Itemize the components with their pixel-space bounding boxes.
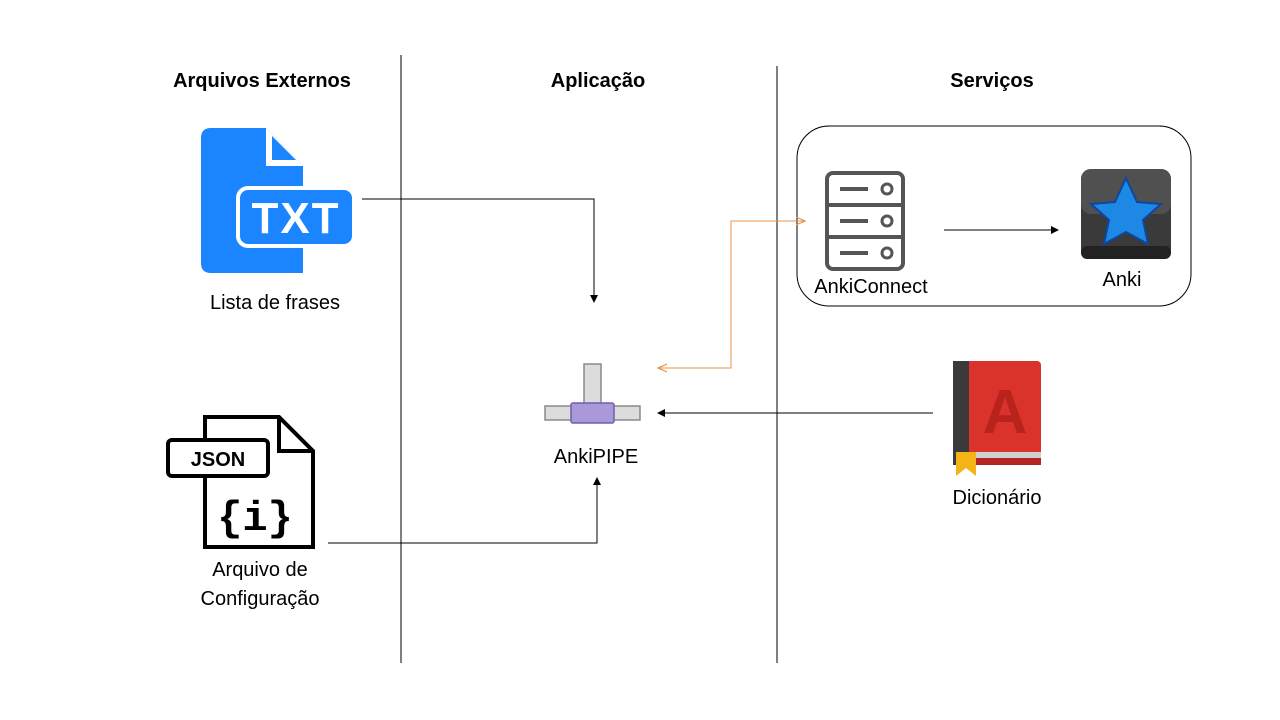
label-arquivo-config-line1: Arquivo de bbox=[212, 559, 308, 581]
header-services: Serviços bbox=[950, 70, 1034, 92]
json-file-icon: JSON {i} bbox=[166, 415, 315, 549]
pipe-icon bbox=[544, 363, 641, 424]
label-dicionario: Dicionário bbox=[952, 487, 1042, 509]
services-group-box bbox=[796, 125, 1192, 307]
json-badge: JSON bbox=[191, 449, 245, 471]
label-arquivo-config-line2: Configuração bbox=[200, 588, 320, 610]
txt-badge: TXT bbox=[251, 194, 340, 243]
header-external-files: Arquivos Externos bbox=[173, 70, 351, 92]
label-ankiconnect: AnkiConnect bbox=[814, 276, 928, 298]
dictionary-badge: A bbox=[983, 378, 1028, 447]
arrow-ankipipe-ankiconnect bbox=[658, 221, 805, 368]
anki-star-icon bbox=[1081, 169, 1171, 259]
label-anki: Anki bbox=[1102, 269, 1142, 291]
txt-file-icon: TXT bbox=[201, 128, 356, 273]
dictionary-book-icon: A bbox=[953, 361, 1041, 476]
arrow-json-to-ankipipe bbox=[328, 477, 601, 544]
header-application: Aplicação bbox=[550, 70, 646, 92]
json-glyph: {i} bbox=[217, 495, 293, 543]
server-icon bbox=[825, 171, 905, 271]
label-ankipipe: AnkiPIPE bbox=[553, 446, 639, 468]
label-lista-de-frases: Lista de frases bbox=[209, 292, 341, 314]
arrow-txt-to-ankipipe bbox=[362, 198, 598, 303]
